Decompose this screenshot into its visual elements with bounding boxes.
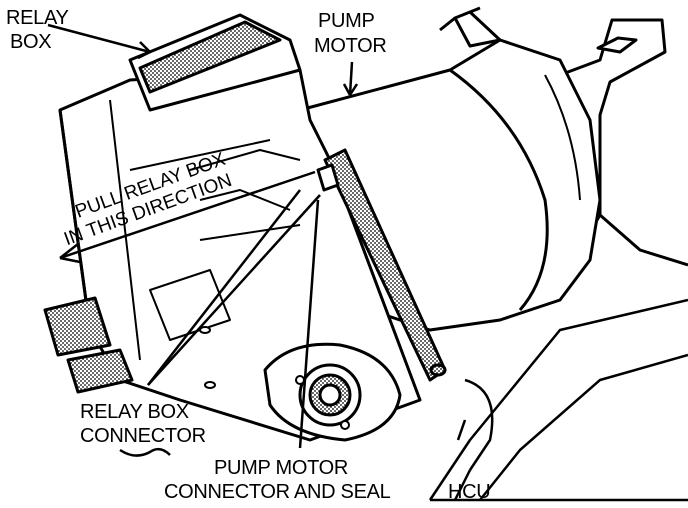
relay-box-leader [47,23,151,54]
pump-motor-arrowhead [342,83,359,96]
relay-box-mount [43,296,134,394]
relay-box-arrowhead [137,41,151,60]
label-pump-motor-connector-line2: CONNECTOR AND SEAL [164,481,391,503]
pull-direction-arrow [59,170,316,264]
pump-motor-leader [348,61,354,96]
label-relay-box-line1: RELAY [6,7,69,29]
label-relay-box-line2: BOX [10,31,51,53]
label-pump-motor-line2: MOTOR [314,35,387,57]
label-relay-box-connector-line2: CONNECTOR [80,425,206,447]
label-relay-box-connector-line1: RELAY BOX [80,401,189,423]
hcu-leader [456,419,467,441]
relay-box-connector-leader-2 [147,194,321,386]
pump-motor-connector-leader [298,199,320,449]
hcu-base [428,298,688,502]
side-rail [316,148,447,382]
leader-lines [47,23,467,457]
relay-box-connector-leader-1 [147,189,301,386]
label-pump-motor-line1: PUMP [318,10,375,32]
label-pump-motor-connector-line1: PUMP MOTOR [214,457,348,479]
squiggle-line [119,447,171,457]
label-hcu: HCU [448,481,490,503]
pump-motor-connector [263,342,402,442]
